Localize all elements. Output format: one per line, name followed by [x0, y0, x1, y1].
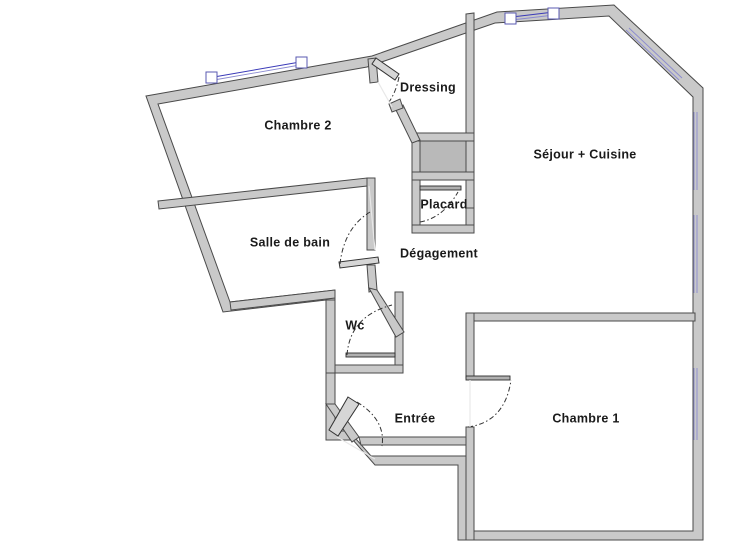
room-label-degagement: Dégagement	[400, 246, 479, 260]
door-dressing	[371, 57, 400, 108]
window-chambre2-north	[205, 56, 308, 84]
interior-walls	[157, 12, 696, 541]
wall-dressing-west	[411, 139, 421, 233]
room-label-wc: Wc	[345, 318, 364, 332]
room-label-dressing: Dressing	[400, 80, 456, 94]
door-chambre1	[465, 375, 512, 428]
door-wc	[345, 304, 396, 358]
window-chambre1-east	[693, 368, 698, 440]
door-salle-de-bain	[338, 185, 380, 269]
window-sejour-north	[504, 7, 560, 25]
closet-block	[419, 140, 467, 173]
wall-degagement-diagonal	[368, 287, 405, 338]
door-entree-main	[328, 396, 383, 460]
doors	[328, 57, 512, 460]
wall-placard-bottom	[411, 224, 475, 234]
room-label-sejour-cuisine: Séjour + Cuisine	[533, 147, 636, 161]
wall-dressing-south	[411, 132, 475, 142]
wall-sdb-south	[229, 289, 336, 311]
door-placard	[419, 185, 462, 223]
room-label-placard: Placard	[420, 197, 467, 211]
window-east-mid	[693, 215, 698, 293]
wall-dressing-corner	[388, 98, 404, 113]
wall-wc-south	[334, 364, 404, 374]
windows	[205, 7, 698, 440]
wall-chambre1-west-upper	[465, 312, 475, 379]
wall-chambre1-north	[465, 312, 696, 322]
window-sejour-ne	[625, 27, 683, 81]
wall-wc-west	[325, 299, 336, 374]
room-label-chambre-1: Chambre 1	[552, 411, 619, 425]
room-labels: Chambre 2 Dressing Séjour + Cuisine Sall…	[250, 80, 636, 425]
room-label-salle-de-bain: Salle de bain	[250, 235, 330, 249]
wall-entree-south	[358, 436, 467, 446]
wall-placard-top	[411, 171, 475, 181]
wall-dressing-diagonal	[394, 104, 421, 144]
window-sejour-east	[693, 112, 698, 190]
room-label-chambre-2: Chambre 2	[264, 118, 331, 132]
wall-chambre1-west-lower	[465, 426, 475, 541]
wall-entree-west-upper	[325, 372, 336, 405]
room-label-entree: Entrée	[395, 411, 436, 425]
